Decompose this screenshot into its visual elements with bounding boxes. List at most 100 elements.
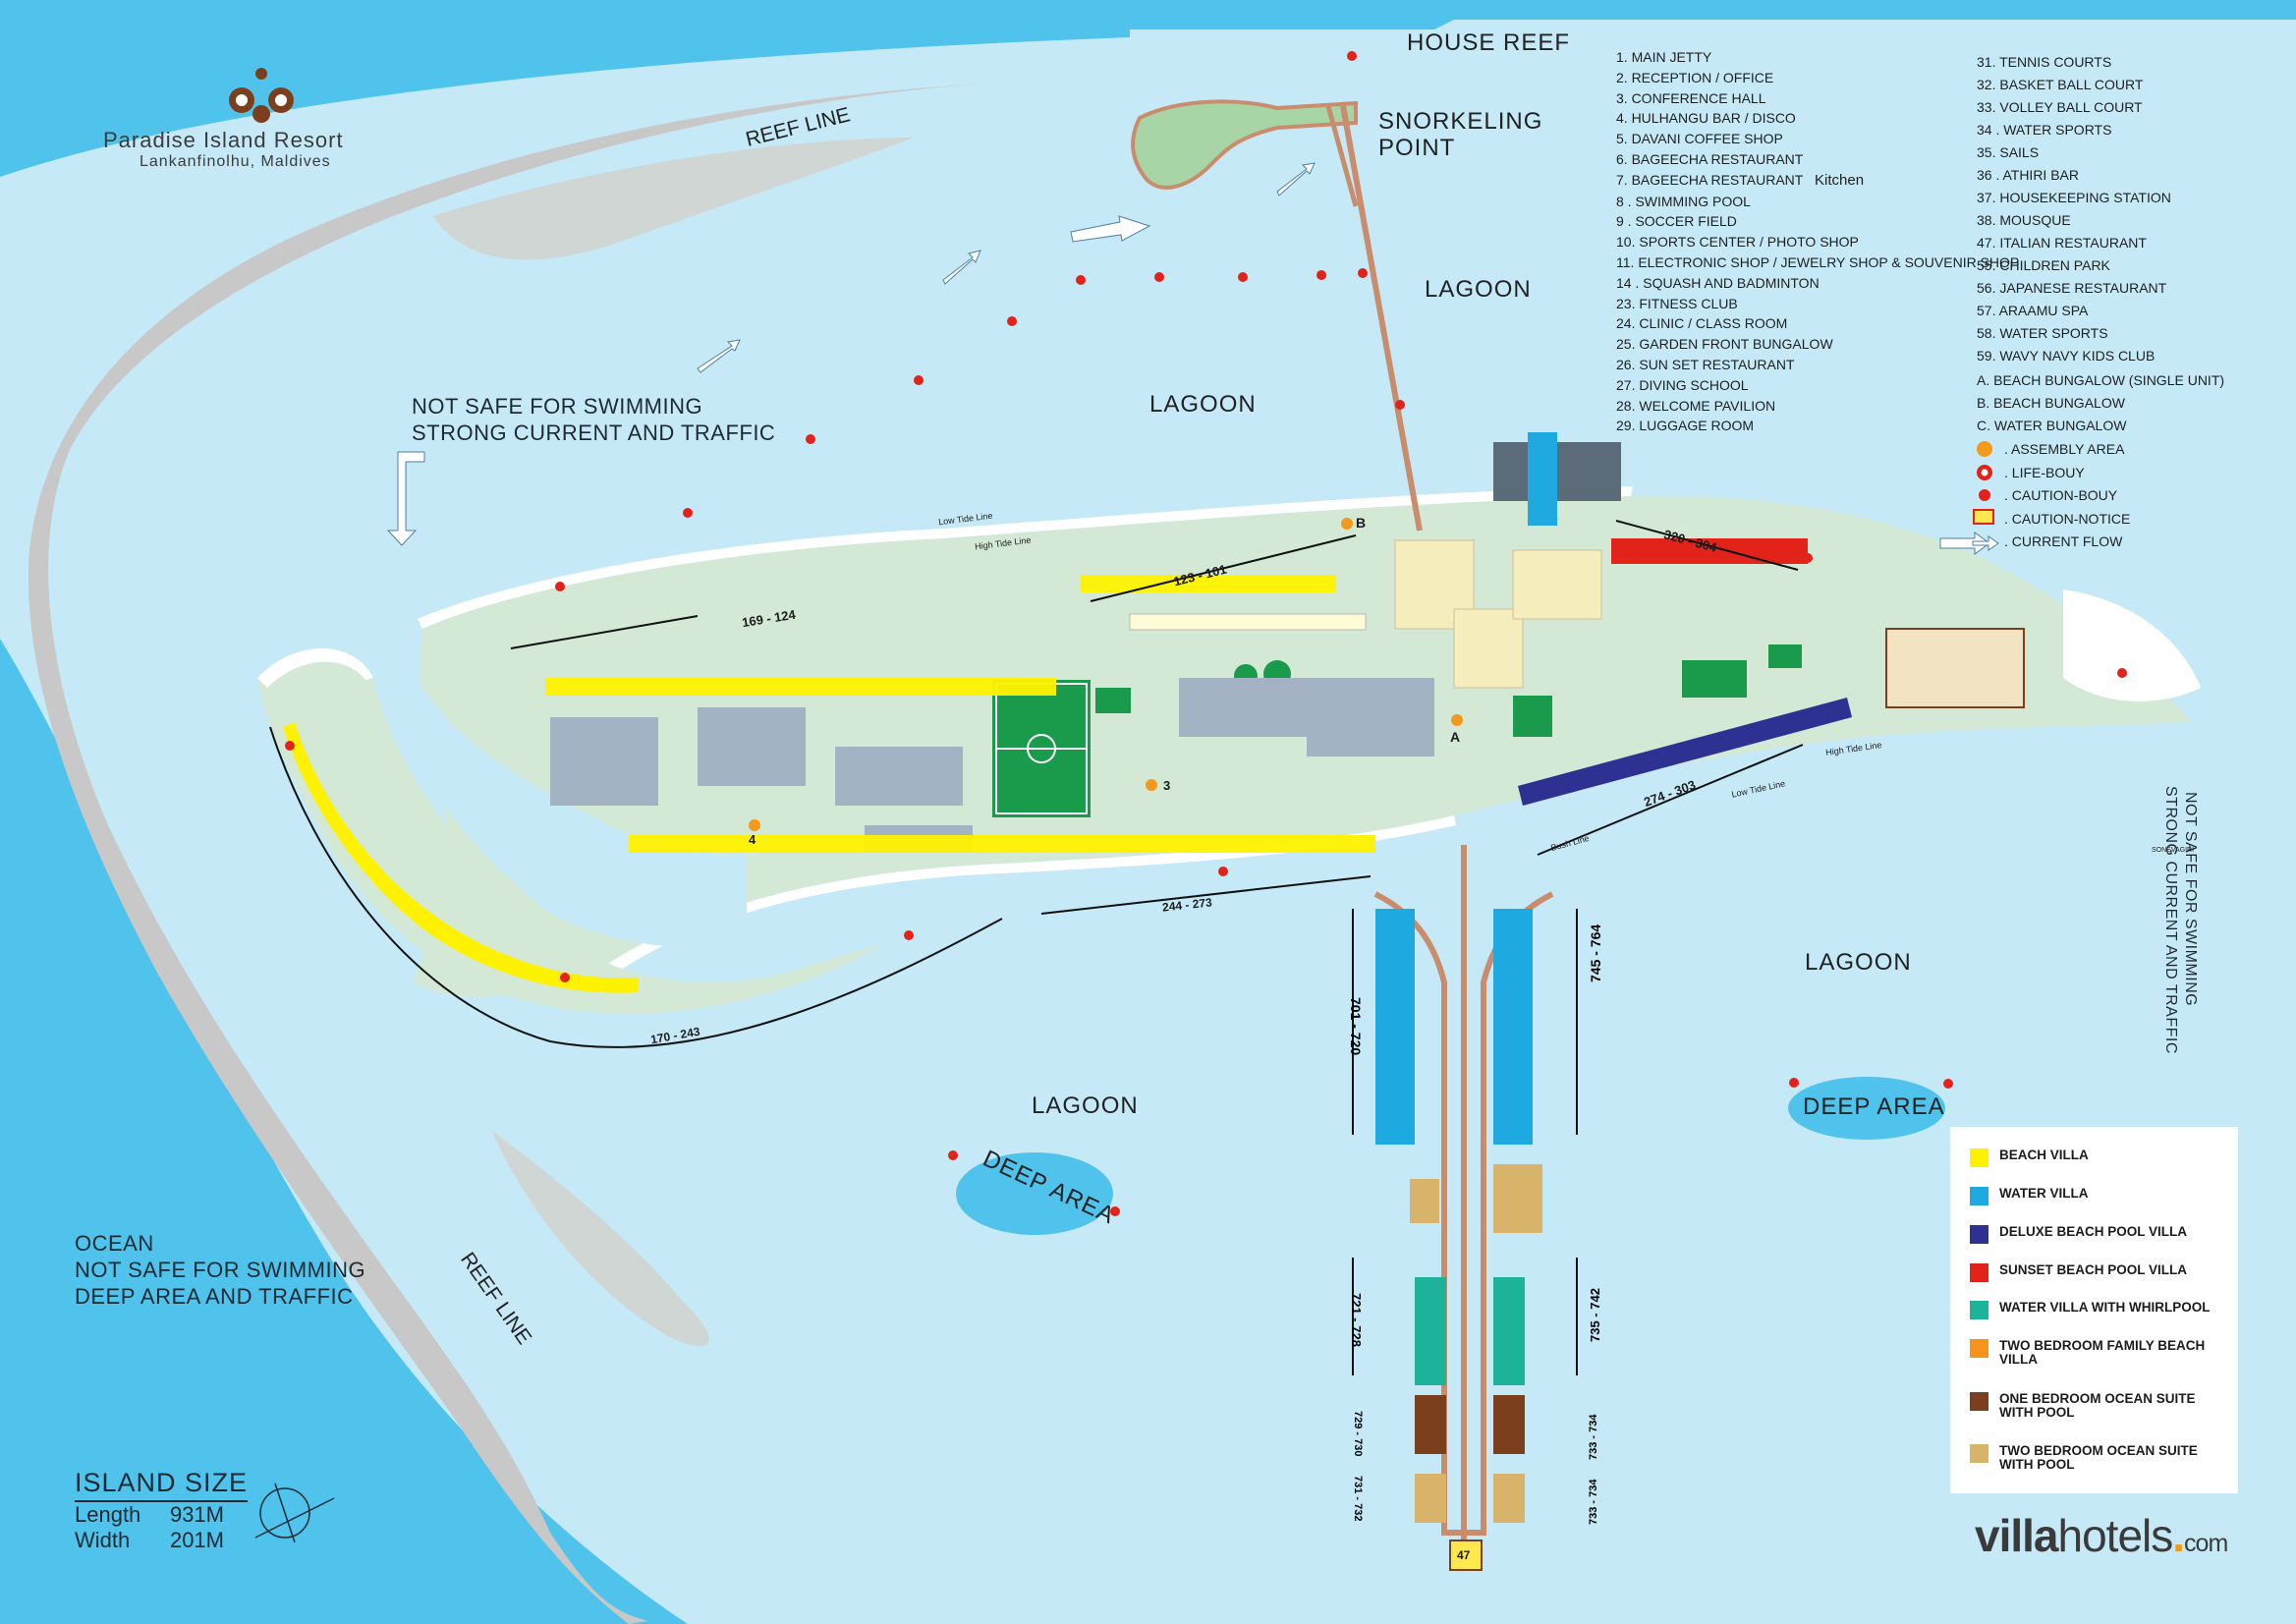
swatch-water-villa bbox=[1970, 1187, 1988, 1205]
key-item: 32. BASKET BALL COURT bbox=[1977, 77, 2144, 92]
resort-name: Paradise Island Resort bbox=[103, 128, 344, 152]
publisher-logo: villahotels.com bbox=[1975, 1509, 2228, 1562]
key-item: 24. CLINIC / CLASS ROOM bbox=[1616, 315, 1788, 332]
island-size-title: ISLAND SIZE bbox=[75, 1468, 249, 1502]
sonevagiri-label: SONEVAGIRI bbox=[2152, 847, 2195, 854]
swatch-beach-villa bbox=[1970, 1148, 1988, 1167]
south-beach bbox=[609, 815, 1456, 975]
west-curve-villas bbox=[283, 722, 639, 993]
label-deep-area-right: DEEP AREA bbox=[1803, 1093, 1945, 1120]
label-lagoon-center: LAGOON bbox=[1149, 391, 1257, 418]
key-item: 57. ARAAMU SPA bbox=[1977, 303, 2089, 318]
key-item: 2. RECEPTION / OFFICE bbox=[1616, 69, 1774, 85]
key-item: 14 . SQUASH AND BADMINTON bbox=[1616, 274, 1820, 291]
conference-hall bbox=[1453, 608, 1524, 689]
basketball-court bbox=[1682, 660, 1747, 698]
kids-club bbox=[1885, 628, 2025, 708]
legend-row: BEACH VILLA bbox=[1970, 1148, 2225, 1167]
range-721-728: 721 - 728 bbox=[1349, 1293, 1364, 1347]
restaurant-block bbox=[1512, 549, 1602, 620]
ocean-warning-1: NOT SAFE FOR SWIMMING bbox=[75, 1258, 366, 1282]
range-733-734-b: 733 - 734 bbox=[1588, 1479, 1599, 1525]
key-item: 11. ELECTRONIC SHOP / JEWELRY SHOP & SOU… bbox=[1616, 253, 2020, 270]
tennis-court-2 bbox=[1095, 688, 1131, 713]
symbol-key: . ASSEMBLY AREA . LIFE-BOUY . CAUTION-BO… bbox=[2004, 438, 2130, 554]
legend-label: WATER VILLA WITH WHIRLPOOL bbox=[1999, 1300, 2211, 1315]
island-land bbox=[413, 495, 2191, 997]
legend-label: BEACH VILLA bbox=[1999, 1148, 2089, 1162]
deep-area-left bbox=[956, 1152, 1113, 1235]
jetty-hut bbox=[1410, 1179, 1439, 1223]
key-item: 23. FITNESS CLUB bbox=[1616, 295, 1738, 311]
water-villas-east bbox=[1493, 909, 1533, 1523]
service-block-5 bbox=[1179, 678, 1326, 737]
warning-right-1: NOT SAFE FOR SWIMMING bbox=[2182, 792, 2199, 1007]
key-item: 28. WELCOME PAVILION bbox=[1616, 397, 1776, 414]
legend-label: TWO BEDROOM OCEAN SUITE WITH POOL bbox=[1999, 1443, 2198, 1472]
compass-icon bbox=[254, 1483, 335, 1543]
label-snorkeling: SNORKELING bbox=[1378, 108, 1543, 135]
legend-row: SUNSET BEACH POOL VILLA bbox=[1970, 1263, 2225, 1282]
legend-row: WATER VILLA bbox=[1970, 1187, 2225, 1205]
legend-label: SUNSET BEACH POOL VILLA bbox=[1999, 1262, 2188, 1277]
key-item: C. WATER BUNGALOW bbox=[1977, 418, 2127, 433]
key-item: 10. SPORTS CENTER / PHOTO SHOP bbox=[1616, 234, 1859, 251]
villa-legend: BEACH VILLA WATER VILLA DELUXE BEACH POO… bbox=[1950, 1127, 2238, 1493]
point-3: 3 bbox=[1163, 778, 1171, 793]
swatch-deluxe-pool-villa bbox=[1970, 1225, 1988, 1244]
key-item: 3. CONFERENCE HALL bbox=[1616, 89, 1766, 106]
facility-key-left: 1. MAIN JETTY 2. RECEPTION / OFFICE 3. C… bbox=[1616, 47, 2019, 436]
kitchen-note: Kitchen bbox=[1815, 171, 1865, 189]
key-item: B. BEACH BUNGALOW bbox=[1977, 395, 2125, 411]
key-item: 56. JAPANESE RESTAURANT bbox=[1977, 280, 2167, 296]
range-arrows bbox=[269, 520, 1804, 1375]
deluxe-villas bbox=[1518, 698, 1852, 806]
legend-label: TWO BEDROOM FAMILY BEACH VILLA bbox=[1999, 1338, 2206, 1367]
tennis-court-1 bbox=[1513, 696, 1552, 737]
swatch-whirlpool-villa bbox=[1970, 1301, 1988, 1319]
snorkel-jetty bbox=[1325, 105, 1359, 207]
brand-villa: villa bbox=[1975, 1510, 2059, 1561]
west-spit-beach bbox=[257, 648, 373, 688]
width-value: 201M bbox=[169, 1528, 224, 1552]
point-47: 47 bbox=[1457, 1548, 1471, 1562]
brand-com: com bbox=[2184, 1530, 2228, 1557]
legend-row: DELUXE BEACH POOL VILLA bbox=[1970, 1225, 2225, 1244]
warning-right-2: STRONG CURRENT AND TRAFFIC bbox=[2162, 786, 2179, 1054]
key-item: 4. HULHANGU BAR / DISCO bbox=[1616, 110, 1796, 127]
range-735-742: 735 - 742 bbox=[1588, 1288, 1602, 1342]
key-item: 6. BAGEECHA RESTAURANT bbox=[1616, 150, 1804, 167]
swatch-one-bedroom-suite bbox=[1970, 1392, 1988, 1411]
north-villa-row bbox=[545, 575, 1367, 696]
swatch-two-bedroom-suite bbox=[1970, 1444, 1988, 1463]
sunset-peninsula bbox=[1131, 99, 1358, 190]
legend-row: TWO BEDROOM FAMILY BEACH VILLA bbox=[1970, 1339, 2225, 1367]
service-block-1 bbox=[698, 707, 806, 786]
swatch-sunset-pool-villa bbox=[1970, 1263, 1988, 1282]
key-item: 7. BAGEECHA RESTAURANT bbox=[1616, 171, 1804, 188]
point-4: 4 bbox=[749, 832, 756, 847]
label-house-reef: HOUSE REEF bbox=[1407, 29, 1571, 56]
reef-patch-2 bbox=[491, 1130, 709, 1346]
key-item: A. BEACH BUNGALOW (SINGLE UNIT) bbox=[1977, 372, 2225, 388]
label-snorkeling-point: POINT bbox=[1378, 135, 1456, 161]
resort-logo-mark bbox=[229, 68, 294, 123]
inner-lagoon bbox=[373, 688, 747, 947]
key-item: 58. WATER SPORTS bbox=[1977, 325, 2108, 341]
legend-row: TWO BEDROOM OCEAN SUITE WITH POOL bbox=[1970, 1444, 2225, 1472]
italian-restaurant bbox=[1449, 1540, 1483, 1571]
key-item: 36 . ATHIRI BAR bbox=[1977, 167, 2079, 183]
range-733-734: 733 - 734 bbox=[1588, 1414, 1599, 1460]
caution-notice-label: . CAUTION-NOTICE bbox=[2004, 510, 2131, 527]
reef-patch-1 bbox=[432, 138, 914, 260]
key-item: 37. HOUSEKEEPING STATION bbox=[1977, 190, 2171, 205]
legend-row: ONE BEDROOM OCEAN SUITE WITH POOL bbox=[1970, 1392, 2225, 1420]
key-item: 26. SUN SET RESTAURANT bbox=[1616, 356, 1795, 372]
ocean-label: OCEAN bbox=[75, 1231, 154, 1256]
key-item-with-note: 7. BAGEECHA RESTAURANT Kitchen bbox=[1616, 170, 2019, 192]
jetty-restaurant bbox=[1493, 1164, 1542, 1233]
key-item: 31. TENNIS COURTS bbox=[1977, 54, 2112, 70]
